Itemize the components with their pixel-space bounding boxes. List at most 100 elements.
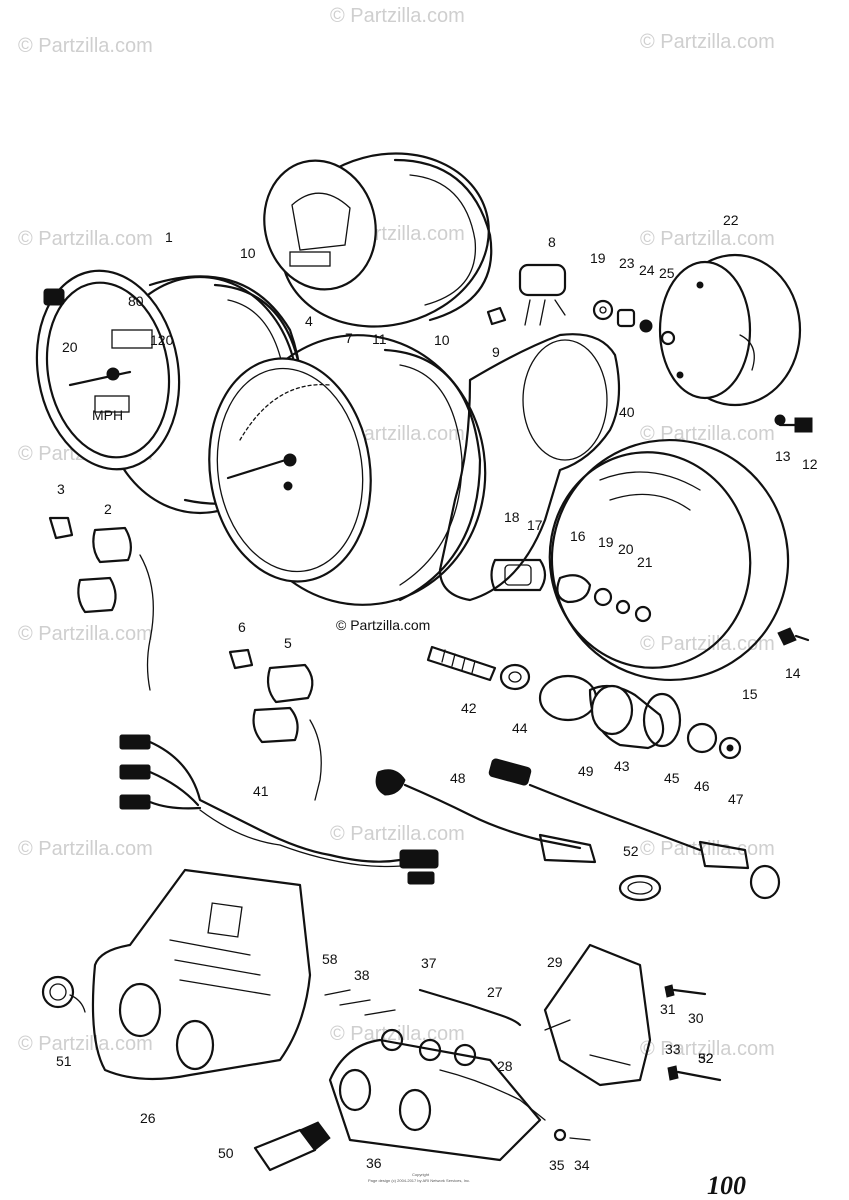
callout-label: 42 xyxy=(461,700,477,716)
callout-label: 16 xyxy=(570,528,586,544)
copyright-line-1: Copyright xyxy=(412,1172,430,1177)
drawing-layer: 20 80 120 MPH xyxy=(35,152,813,1172)
callout-label: 20 xyxy=(618,541,634,557)
callout-label: 35 xyxy=(549,1157,565,1173)
temp-sensor xyxy=(253,1121,331,1172)
instrument-panel-cover xyxy=(91,868,312,1081)
watermark-text: © Partzilla.com xyxy=(640,838,775,860)
callout-label: 58 xyxy=(322,951,338,967)
callout-label: 3 xyxy=(57,481,65,497)
svg-text:MPH: MPH xyxy=(92,407,123,423)
callout-label: 26 xyxy=(140,1110,156,1126)
screw-35 xyxy=(553,1128,567,1142)
callout-label: 6 xyxy=(238,619,246,635)
callout-label: 49 xyxy=(578,763,594,779)
pilot-lamp xyxy=(41,975,86,1013)
callout-label: 23 xyxy=(619,255,635,271)
nut xyxy=(639,319,653,333)
callout-label: 38 xyxy=(354,967,370,983)
bolt xyxy=(794,417,813,433)
callout-label: 25 xyxy=(659,265,675,281)
socket-5b xyxy=(252,706,299,744)
callout-label: 7 xyxy=(345,330,353,346)
watermark-text: © Partzilla.com xyxy=(18,838,153,860)
tachometer xyxy=(208,334,487,606)
svg-text:20: 20 xyxy=(62,339,78,355)
screw-30 xyxy=(664,984,675,998)
callout-label: 37 xyxy=(421,955,437,971)
callout-label: 40 xyxy=(619,404,635,420)
callout-label: 21 xyxy=(637,554,653,570)
watermark-text: © Partzilla.com xyxy=(640,31,775,53)
cable-clip xyxy=(618,874,662,902)
callout-label: 19 xyxy=(598,534,614,550)
right-gauge-housing xyxy=(548,438,790,682)
watermark-text: © Partzilla.com xyxy=(640,1038,775,1060)
callout-label: 18 xyxy=(504,509,520,525)
socket-left-2 xyxy=(92,526,132,564)
callout-label: 22 xyxy=(723,212,739,228)
collar xyxy=(616,308,636,328)
watermark-text: © Partzilla.com xyxy=(18,35,153,57)
callout-label: 19 xyxy=(590,250,606,266)
callout-label: 27 xyxy=(487,984,503,1000)
callout-label: 14 xyxy=(785,665,801,681)
speedometer: 20 80 120 MPH xyxy=(35,269,303,515)
svg-text:120: 120 xyxy=(150,332,174,348)
callouts: 1 2 3 4 5 6 7 8 9 10 10 11 12 13 14 15 1… xyxy=(56,212,818,1173)
callout-label: 10 xyxy=(434,332,450,348)
watermark-layer: © Partzilla.com © Partzilla.com © Partzi… xyxy=(18,5,775,1060)
indicator-cluster xyxy=(324,988,546,1162)
callout-label: 52 xyxy=(698,1050,714,1066)
grommet xyxy=(499,663,531,691)
callout-label: 48 xyxy=(450,770,466,786)
indicator-housing xyxy=(658,253,802,407)
tachometer-cable xyxy=(488,758,781,900)
callout-label: 43 xyxy=(614,758,630,774)
bulb-socket xyxy=(486,263,567,326)
callout-label: 41 xyxy=(253,783,269,799)
callout-label: 32 xyxy=(698,1050,714,1066)
callout-label: 47 xyxy=(728,791,744,807)
callout-label: 34 xyxy=(574,1157,590,1173)
watermark-text: © Partzilla.com xyxy=(330,823,465,845)
socket-left-2b xyxy=(77,576,117,614)
callout-label: 45 xyxy=(664,770,680,786)
svg-text:80: 80 xyxy=(128,293,144,309)
bracket-plate xyxy=(438,333,621,602)
watermark-text: © Partzilla.com xyxy=(18,1033,153,1055)
callout-label: 15 xyxy=(742,686,758,702)
callout-label: 4 xyxy=(305,313,313,329)
callout-label: 50 xyxy=(218,1145,234,1161)
fuel-gauge xyxy=(263,152,493,328)
callout-label: 29 xyxy=(547,954,563,970)
side-bracket xyxy=(543,943,652,1087)
callout-label: 33 xyxy=(665,1041,681,1057)
callout-label: 13 xyxy=(775,448,791,464)
screw xyxy=(777,627,797,646)
page-number: 100 xyxy=(707,1171,746,1200)
callout-label: 51 xyxy=(56,1053,72,1069)
watermark-text: © Partzilla.com xyxy=(18,228,153,250)
wiring-harness xyxy=(119,734,439,885)
bulb-left-3 xyxy=(48,516,74,540)
screw-32 xyxy=(667,1065,679,1081)
callout-label: 2 xyxy=(104,501,112,517)
watermark-text: © Partzilla.com xyxy=(640,423,775,445)
callout-label: 52 xyxy=(623,843,639,859)
callout-label: 11 xyxy=(372,331,387,347)
copyright-line-2: Page design (c) 2004-2017 by ARI Network… xyxy=(368,1178,470,1183)
callout-label: 46 xyxy=(694,778,710,794)
washer-small xyxy=(774,414,786,426)
callout-label: 10 xyxy=(240,245,256,261)
callout-label: 30 xyxy=(688,1010,704,1026)
watermark-text: © Partzilla.com xyxy=(18,623,153,645)
callout-label: 9 xyxy=(492,344,500,360)
callout-label: 24 xyxy=(639,262,655,278)
callout-label: 31 xyxy=(660,1001,676,1017)
threaded-stud xyxy=(426,645,497,682)
callout-label: 8 xyxy=(548,234,556,250)
watermark-text: © Partzilla.com xyxy=(330,5,465,27)
callout-label: 44 xyxy=(512,720,528,736)
